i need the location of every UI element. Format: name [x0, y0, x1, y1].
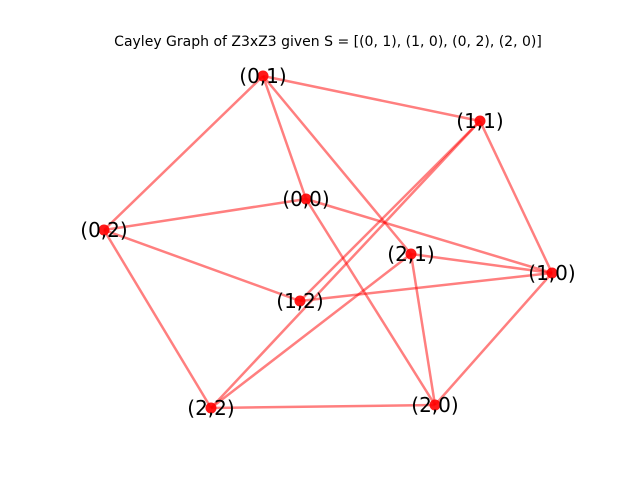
- node-label-2_2: (2,2): [187, 396, 234, 420]
- edge-1_0-2_0: [434, 272, 553, 406]
- node-1_0: [546, 267, 558, 279]
- edge-0_1-1_1: [262, 74, 481, 123]
- chart-title: Cayley Graph of Z3xZ3 given S = [(0, 1),…: [114, 34, 542, 50]
- node-label-0_1: (0,1): [239, 64, 286, 88]
- edge-2_1-1_0: [410, 252, 553, 275]
- node-label-2_0: (2,0): [411, 393, 458, 417]
- node-label-0_2: (0,2): [80, 218, 127, 242]
- node-2_1: [405, 248, 417, 260]
- node-label-1_1: (1,1): [456, 109, 503, 133]
- edge-0_2-1_2: [103, 228, 301, 303]
- node-label-1_0: (1,0): [528, 261, 575, 285]
- edge-2_2-2_0: [210, 403, 436, 410]
- edge-1_1-1_0: [478, 120, 554, 274]
- edge-0_1-0_2: [103, 75, 264, 231]
- edge-1_1-2_2: [210, 120, 481, 409]
- node-0_2: [98, 224, 110, 236]
- node-2_2: [205, 402, 217, 414]
- edge-0_0-1_0: [305, 197, 553, 275]
- edge-layer: [102, 74, 554, 410]
- node-0_1: [257, 70, 269, 82]
- edge-0_2-2_2: [102, 229, 213, 409]
- edge-1_2-1_0: [299, 271, 553, 303]
- node-label-0_0: (0,0): [282, 187, 329, 211]
- edge-2_1-2_2: [210, 253, 412, 409]
- edge-2_1-2_0: [409, 253, 437, 406]
- node-1_2: [294, 295, 306, 307]
- edge-0_0-0_2: [103, 197, 307, 232]
- node-layer: [98, 70, 558, 414]
- node-2_0: [429, 399, 441, 411]
- node-label-1_2: (1,2): [276, 289, 323, 313]
- edge-1_1-1_2: [299, 120, 481, 302]
- edge-0_1-0_0: [261, 75, 308, 200]
- label-layer: (0,1) (1,1) (0,0) (0,2) (2,1) (1,0) (1,2) (2,2)…: [80, 64, 575, 420]
- edge-0_0-2_0: [304, 198, 437, 406]
- node-0_0: [300, 193, 312, 205]
- node-1_1: [474, 115, 486, 127]
- node-label-2_1: (2,1): [387, 242, 434, 266]
